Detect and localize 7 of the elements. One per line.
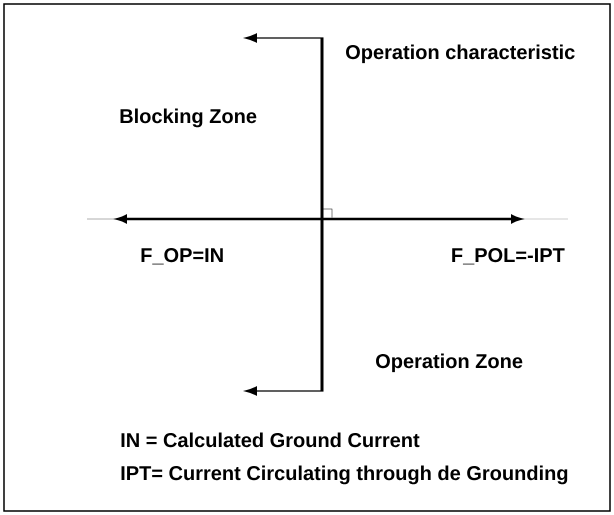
axis-label: F_POL=-IPT	[452, 248, 565, 264]
definition-note: IN = Calculated Ground Current	[122, 432, 420, 448]
definition-note: IPT= Current Circulating through de Grounding	[122, 466, 568, 484]
characteristic-label: Operation characteristic	[346, 44, 575, 64]
axis-label: F_OP=IN	[142, 248, 223, 264]
zone-label: Operation Zone	[376, 354, 522, 372]
zone-label: Blocking Zone	[120, 108, 256, 128]
